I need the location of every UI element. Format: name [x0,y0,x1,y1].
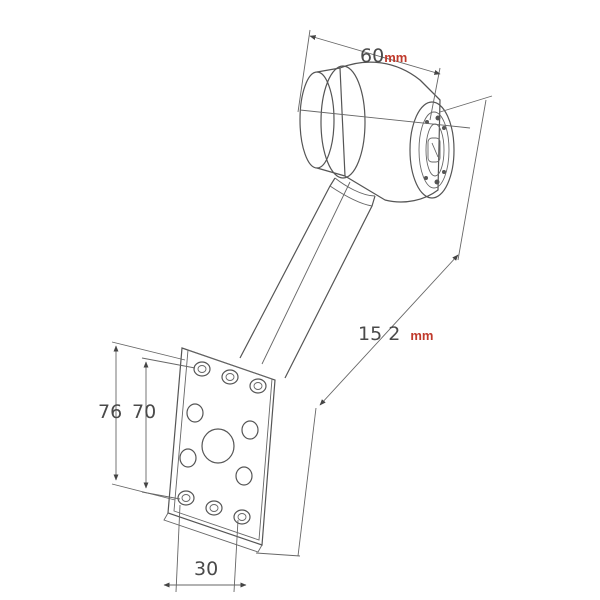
plate-bolt [177,490,195,506]
support-arm [239,177,376,379]
plate-hole [186,403,204,423]
plate-bottom-value: 30 [194,558,218,580]
top-width-value: 60 [360,45,384,67]
dimension-plate-inner: 70 [132,357,196,500]
top-width-unit: mm [384,50,407,65]
plate-outer-value: 76 [98,401,122,423]
svg-text:60mm: 60mm [360,45,407,67]
plate-bolt [221,369,239,385]
dimension-top-width: 60mm [297,29,441,121]
dimension-plate-bottom: 30 [163,504,247,593]
base-plate [163,347,276,553]
plate-hole [235,466,253,486]
dimension-length: 15 2 mm [255,95,493,557]
plate-inner-value: 70 [132,401,156,423]
plate-hole [179,448,197,468]
plate-bolt [249,378,267,394]
plate-hole [241,420,259,440]
plate-bolt [205,500,223,516]
length-unit: mm [410,328,433,343]
plate-bolt [233,509,251,525]
plate-bolt [193,361,211,377]
cylinder-hub [299,61,471,203]
length-value: 15 2 [358,323,400,345]
svg-text:15 2 mm: 15 2 mm [358,323,433,345]
plate-center-hole [201,428,235,464]
